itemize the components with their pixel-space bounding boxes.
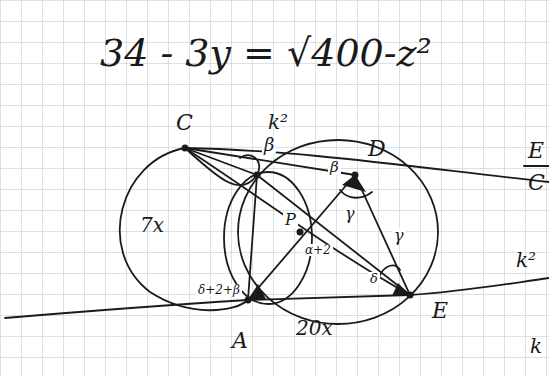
point-label: A	[232, 330, 248, 352]
point-d	[352, 172, 359, 179]
angle-label: α+2	[303, 244, 333, 256]
line-label: k²	[268, 112, 288, 132]
line-label: k	[530, 336, 542, 356]
fraction-bar	[524, 165, 549, 167]
angle-mark-a	[248, 284, 266, 300]
segment-be	[257, 175, 410, 295]
length-label: 20x	[296, 318, 333, 338]
point-e	[407, 292, 414, 299]
angle-label: γ	[343, 206, 357, 222]
angle-label: γ	[392, 228, 406, 244]
circle-ade	[238, 140, 438, 324]
segment-de	[355, 175, 410, 295]
fraction-text: C	[528, 172, 545, 194]
point-p	[297, 229, 304, 236]
segment-ce	[185, 148, 410, 295]
point-label: D	[368, 138, 386, 160]
angle-label: β	[328, 160, 341, 175]
angle-label: δ+2+β	[196, 284, 242, 296]
tangent-line-k2	[5, 278, 549, 318]
point-label: C	[176, 112, 193, 134]
angle-label: β	[262, 136, 276, 154]
equation: 34 - 3y = √400-z²	[100, 34, 432, 72]
angle-arc-e	[380, 265, 400, 275]
curl-cb	[185, 148, 259, 185]
tangent-line-top	[185, 148, 549, 182]
angle-arc-d	[340, 190, 372, 198]
fraction-text: E	[528, 140, 544, 162]
loop-ca	[120, 148, 248, 310]
angle-label: δ	[368, 272, 380, 285]
length-label: 7x	[140, 215, 164, 235]
point-a	[245, 297, 252, 304]
point-b	[254, 172, 261, 179]
point-label: P	[283, 212, 298, 228]
point-label: E	[432, 300, 448, 322]
line-label: k²	[516, 250, 536, 270]
point-c	[182, 145, 189, 152]
